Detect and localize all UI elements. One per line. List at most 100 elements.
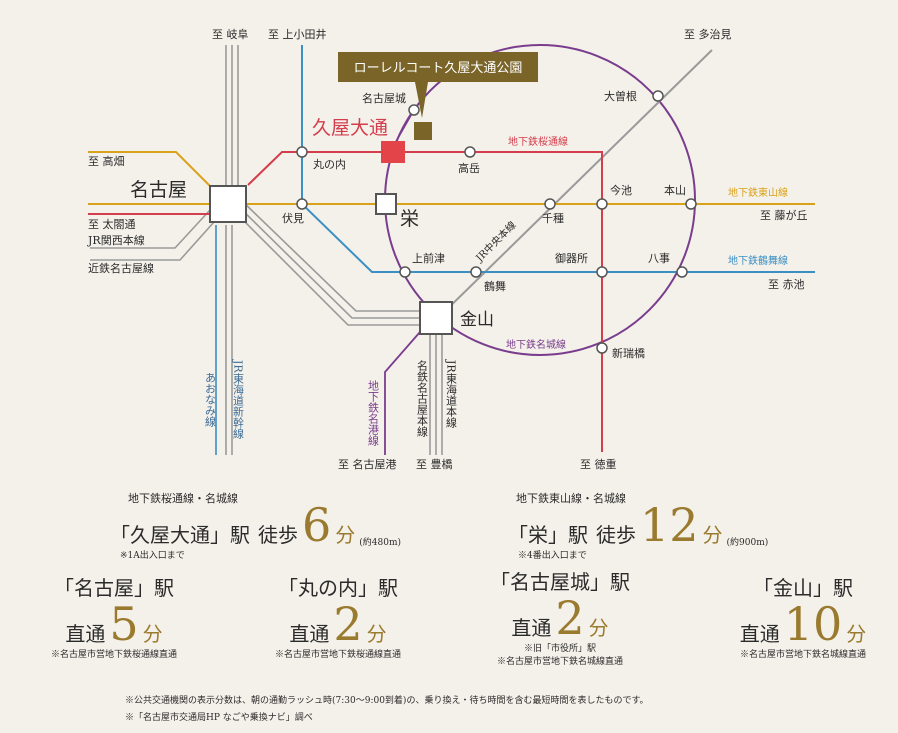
label-hisaya: 久屋大通 <box>312 117 388 139</box>
jr-tokaido-bundle-1 <box>227 204 420 326</box>
info-hisaya-unit: 分 <box>335 523 356 547</box>
line-label-sakuradori: 地下鉄桜通線 <box>508 135 568 148</box>
label-nagoya: 名古屋 <box>130 179 187 201</box>
info-nagoyajo-note2: ※名古屋市営地下鉄名城線直通 <box>496 657 623 667</box>
info-nagoyajo-num: 2 <box>555 591 585 645</box>
sakuradori-line-main <box>247 151 603 452</box>
callout-box <box>338 52 538 82</box>
jr-chuo-line <box>435 49 713 321</box>
line-label-chuo: JR中央本線 <box>472 218 518 264</box>
info-kanayama-direct: 直通 <box>739 622 780 646</box>
dest-fujigaoka: 至 藤が丘 <box>760 208 808 222</box>
line-label-meijo: 地下鉄名城線 <box>506 338 566 351</box>
dest-taikodori: 至 太閤通 <box>88 218 136 231</box>
hisaya-station-marker <box>381 141 405 163</box>
jr-tokaido-bundle-3 <box>239 198 420 312</box>
info-kanayama-station: 「金山」駅 <box>753 576 853 600</box>
info-nagoyajo-note1: ※旧「市役所」駅 <box>523 644 596 654</box>
info-nagoya-num: 5 <box>109 597 139 651</box>
info-sakae-num: 12 <box>640 498 699 552</box>
line-label-higashiyama: 地下鉄東山線 <box>728 186 788 199</box>
label-marunouchi: 丸の内 <box>313 157 346 171</box>
line-label-jrtokaido: JR東海道本線 <box>445 359 458 428</box>
info-hisaya-note: ※1A出入口まで <box>120 551 185 561</box>
info-nagoya-direct: 直通 <box>65 622 106 646</box>
info-hisaya-dist: (約480m) <box>359 538 402 548</box>
dest-nagoyako: 至 名古屋港 <box>338 457 397 471</box>
info-nagoyajo-unit: 分 <box>588 616 609 640</box>
line-label-meitetsu: 名鉄名古屋本線 <box>416 359 429 437</box>
info-nagoyajo: 「名古屋城」駅 直通 2 分 ※旧「市役所」駅 ※名古屋市営地下鉄名城線直通 <box>460 566 660 667</box>
nagoya-station-marker <box>209 185 247 223</box>
info-hisaya-walk: 徒歩 <box>258 523 298 547</box>
tsurumai-line <box>301 45 815 273</box>
info-marunouchi-direct: 直通 <box>289 622 330 646</box>
dest-toyohashi: 至 豊橋 <box>416 457 453 471</box>
jr-tokaido-bundle-2 <box>233 201 420 319</box>
callout-pointer <box>415 82 428 118</box>
info-nagoyajo-direct: 直通 <box>511 616 552 640</box>
marunouchi-dot <box>296 146 308 158</box>
info-kanayama: 「金山」駅 直通 10 分 ※名古屋市営地下鉄名城線直通 <box>712 572 894 660</box>
info-sakae-station: 「栄」駅 <box>508 523 588 547</box>
line-label-kintetsu: 近鉄名古屋線 <box>88 261 154 275</box>
info-marunouchi-unit: 分 <box>366 622 387 646</box>
info-nagoya-unit: 分 <box>142 622 163 646</box>
info-marunouchi-num: 2 <box>333 597 363 651</box>
info-marunouchi: 「丸の内」駅 直通 2 分 ※名古屋市営地下鉄桜通線直通 <box>238 572 438 660</box>
takaoka-dot <box>464 146 476 158</box>
info-kanayama-num: 10 <box>783 597 843 651</box>
line-label-meiko: 地下鉄名港線 <box>367 380 380 446</box>
chikusa-dot <box>544 198 556 210</box>
tsurumai-dot <box>470 266 482 278</box>
property-marker <box>414 122 432 140</box>
jr-kansai-line <box>90 209 211 249</box>
dest-tajimi: 至 多治見 <box>684 27 732 41</box>
line-label-tokaido: JR東海道新幹線 <box>232 359 245 439</box>
osone-dot <box>652 90 664 102</box>
label-takaoka: 高岳 <box>458 161 480 175</box>
info-hisaya-num: 6 <box>302 498 332 552</box>
nagoyajo-dot <box>408 104 420 116</box>
dest-tokushige: 至 徳重 <box>580 457 617 471</box>
info-marunouchi-note: ※名古屋市営地下鉄桜通線直通 <box>274 650 401 660</box>
yagoto-dot <box>676 266 688 278</box>
label-kanayama: 金山 <box>460 310 494 330</box>
kamimaezu-dot <box>399 266 411 278</box>
label-kamimaezu: 上前津 <box>412 251 445 265</box>
label-osone: 大曽根 <box>604 89 637 103</box>
callout-text: ローレルコート久屋大通公園 <box>354 61 523 76</box>
kintetsu-line <box>90 221 215 261</box>
route-map: ローレルコート久屋大通公園 至 岐阜 至 上小田井 至 多治見 至 高畑 至 太… <box>87 27 815 471</box>
line-label-aonami: あおなみ線 <box>204 372 217 427</box>
info-kanayama-unit: 分 <box>846 622 867 646</box>
info-hisaya: 地下鉄桜通線・名城線 「久屋大通」駅 徒歩 6 分 (約480m) ※1A出入口… <box>110 490 440 561</box>
imaike-dot <box>596 198 608 210</box>
info-sakae-dist: (約900m) <box>726 538 769 548</box>
kanayama-station-marker <box>419 301 453 335</box>
dest-akaike: 至 赤池 <box>768 278 805 291</box>
info-sakae-walk: 徒歩 <box>596 523 636 547</box>
label-chikusa: 千種 <box>542 211 564 225</box>
dest-gifu: 至 岐阜 <box>212 28 249 41</box>
label-tsurumai: 鶴舞 <box>484 279 506 293</box>
label-motoyama: 本山 <box>664 183 686 197</box>
info-sakae-note: ※4番出入口まで <box>518 551 587 561</box>
footnote-1: ※公共交通機関の表示分数は、朝の通勤ラッシュ時(7:30〜9:00到着)の、乗り… <box>125 696 649 706</box>
info-sakae-unit: 分 <box>702 523 723 547</box>
fushimi-dot <box>296 198 308 210</box>
motoyama-dot <box>685 198 697 210</box>
dest-kamiotai: 至 上小田井 <box>268 27 327 41</box>
label-yagoto: 八事 <box>648 252 670 265</box>
info-sakae-lines: 地下鉄東山線・名城線 <box>516 492 626 505</box>
info-nagoya-station: 「名古屋」駅 <box>54 576 174 600</box>
aratamabashi-dot <box>596 342 608 354</box>
info-hisaya-lines: 地下鉄桜通線・名城線 <box>128 492 238 505</box>
info-nagoyajo-station: 「名古屋城」駅 <box>490 570 630 594</box>
line-label-tsurumai: 地下鉄鶴舞線 <box>728 254 788 267</box>
sakae-station-marker <box>375 193 397 215</box>
info-nagoya: 「名古屋」駅 直通 5 分 ※名古屋市営地下鉄桜通線直通 <box>14 572 214 660</box>
footnote-2: ※「名古屋市交通局HP なごや乗換ナビ」調べ <box>125 713 313 723</box>
higashiyama-line <box>88 151 213 189</box>
label-sakae: 栄 <box>400 208 419 230</box>
